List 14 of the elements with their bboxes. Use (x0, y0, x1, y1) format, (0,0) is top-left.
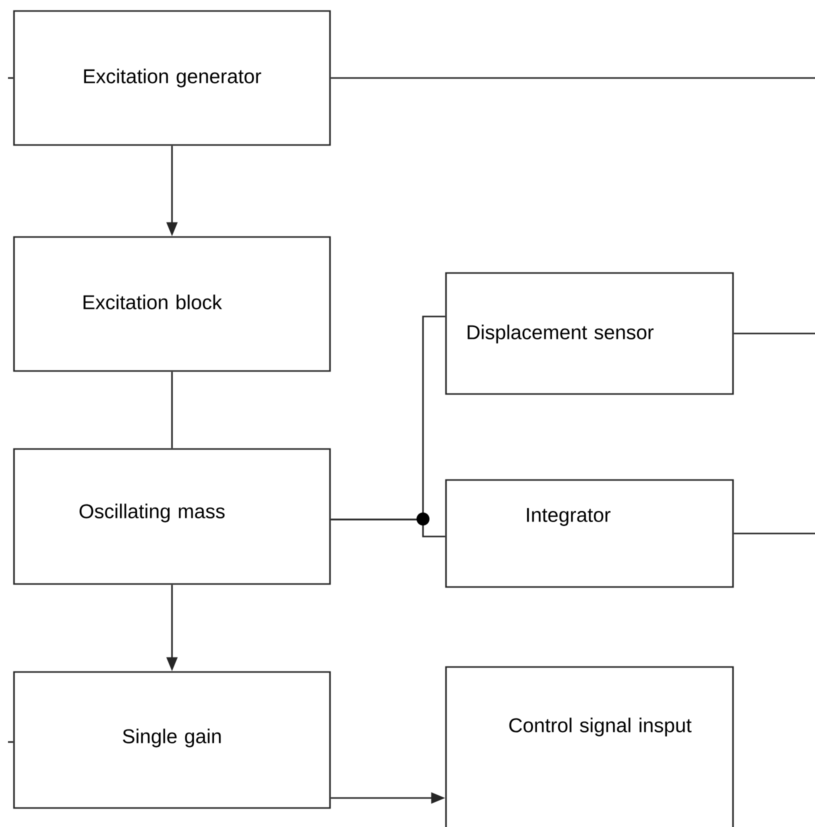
process-box: Single gain (13, 671, 331, 809)
process-box: Control signal insput (445, 666, 734, 827)
connector (734, 532, 815, 534)
connector (330, 77, 815, 79)
connector (171, 372, 173, 448)
connector (330, 518, 446, 538)
process-box: Oscillating mass (13, 448, 331, 585)
process-box: Displacement sensor (445, 272, 734, 395)
connector (8, 77, 14, 79)
process-box: Integrator (445, 479, 734, 588)
process-box: Excitation generator (13, 10, 331, 146)
connector (734, 332, 815, 334)
connector (8, 741, 14, 743)
process-box: Excitation block (13, 236, 331, 372)
